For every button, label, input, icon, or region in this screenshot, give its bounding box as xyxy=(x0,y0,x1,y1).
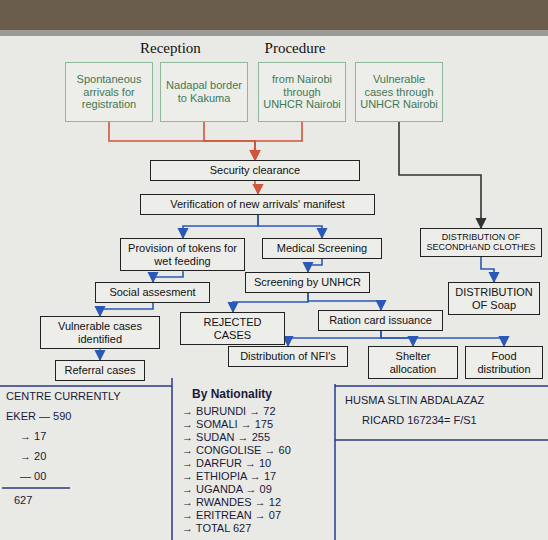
flow-arrow xyxy=(109,122,255,160)
process-box: Referral cases xyxy=(55,360,145,381)
flow-arrow xyxy=(399,122,481,228)
flow-arrow xyxy=(99,349,101,360)
entry-box: from Nairobi through UNHCR Nairobi xyxy=(258,62,346,122)
process-box: Ration card issuance xyxy=(318,310,443,331)
process-box: Screening by UNHCR xyxy=(245,272,370,293)
board-note: HUSMA SLTIN ABDALAZAZ xyxy=(345,394,484,407)
entry-box: Spontaneous arrivals for registration xyxy=(65,62,153,122)
box-text: Security clearance xyxy=(155,164,355,177)
process-box: Distribution of NFI's xyxy=(228,346,348,367)
board-note: → SUDAN → 255 xyxy=(182,431,270,444)
board-note: → SOMALI → 175 xyxy=(182,418,273,431)
box-text: Vulnerable cases identified xyxy=(45,320,155,345)
process-box: Verification of new arrivals' manifest xyxy=(140,194,375,215)
flow-arrow xyxy=(288,331,381,346)
box-text: Distribution of NFI's xyxy=(233,350,343,363)
board-note: → RWANDES → 12 xyxy=(182,496,281,509)
board-note: EKER — 590 xyxy=(6,410,71,423)
flow-arrow xyxy=(100,303,153,316)
process-box: Vulnerable cases identified xyxy=(40,316,160,349)
diagram-title: Reception Procedure xyxy=(140,40,325,57)
board-note: → TOTAL 627 xyxy=(182,522,251,535)
box-text: DISTRIBUTION OF SECONDHAND CLOTHES xyxy=(425,232,537,253)
flow-arrow xyxy=(258,215,322,238)
board-note: → CONGOLISE → 60 xyxy=(182,444,291,457)
flow-arrow xyxy=(255,181,258,194)
process-box: Security clearance xyxy=(150,160,360,181)
process-box: DISTRIBUTION OF Soap xyxy=(448,282,540,315)
board-note: → 20 xyxy=(20,450,46,463)
process-box: Provision of tokens for wet feeding xyxy=(120,238,245,271)
box-text: Vulnerable cases through UNHCR Nairobi xyxy=(360,73,438,111)
flow-arrow xyxy=(204,122,255,160)
board-note: → UGANDA → 09 xyxy=(182,483,272,496)
process-box: Food distribution xyxy=(465,346,543,379)
entry-box: Nadapal border to Kakuma xyxy=(160,62,248,122)
box-text: DISTRIBUTION OF Soap xyxy=(453,286,535,311)
flow-arrow xyxy=(183,215,258,238)
board-note: → 17 xyxy=(20,430,46,443)
board-note: — 00 xyxy=(20,470,46,483)
box-text: Referral cases xyxy=(60,364,140,377)
board-note: → ETHIOPIA → 17 xyxy=(182,470,276,483)
box-text: Screening by UNHCR xyxy=(250,276,365,289)
box-text: Medical Screening xyxy=(267,242,377,255)
box-text: Shelter allocation xyxy=(373,350,453,375)
flow-arrow xyxy=(153,271,183,282)
board-note: → ERITREAN → 07 xyxy=(182,509,281,522)
box-text: Food distribution xyxy=(470,350,538,375)
box-text: Spontaneous arrivals for registration xyxy=(70,73,148,111)
box-text: REJECTED CASES xyxy=(185,316,280,341)
flow-arrow xyxy=(255,122,302,160)
box-text: from Nairobi through UNHCR Nairobi xyxy=(263,73,341,111)
process-box: Shelter allocation xyxy=(368,346,458,379)
process-box: Medical Screening xyxy=(262,238,382,259)
box-text: Social assesment xyxy=(100,286,205,299)
process-box: Social assesment xyxy=(95,282,210,303)
board-note: → BURUNDI → 72 xyxy=(182,405,276,418)
box-text: Nadapal border to Kakuma xyxy=(165,79,243,104)
flow-arrow xyxy=(308,293,381,310)
flow-arrow xyxy=(381,331,504,346)
process-box: DISTRIBUTION OF SECONDHAND CLOTHES xyxy=(420,228,542,257)
flow-arrow xyxy=(481,257,494,282)
flow-arrow xyxy=(233,293,308,312)
table-heading: By Nationality xyxy=(192,388,272,401)
board-note: CENTRE CURRENTLY xyxy=(6,390,121,403)
board-note: → DARFUR → 10 xyxy=(182,457,271,470)
flow-arrow xyxy=(308,259,322,272)
board-note: 627 xyxy=(14,494,32,507)
entry-box: Vulnerable cases through UNHCR Nairobi xyxy=(355,62,443,122)
box-text: Ration card issuance xyxy=(323,314,438,327)
box-text: Provision of tokens for wet feeding xyxy=(125,242,240,267)
box-text: Verification of new arrivals' manifest xyxy=(145,198,370,211)
process-box: REJECTED CASES xyxy=(180,312,285,345)
board-note: RICARD 167234= F/S1 xyxy=(362,414,477,427)
